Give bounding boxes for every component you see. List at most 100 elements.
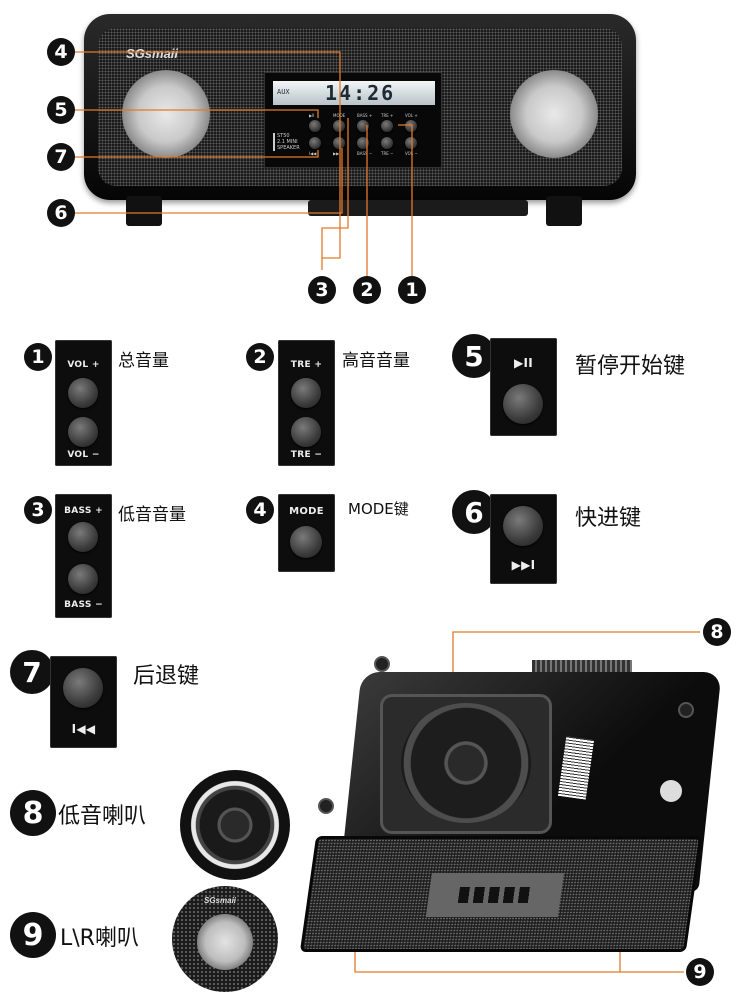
legend-badge-2: 2 bbox=[246, 343, 274, 371]
left-speaker bbox=[122, 70, 210, 158]
legend-badge-5: 5 bbox=[452, 334, 496, 378]
callout-badge-2: 2 bbox=[353, 276, 381, 304]
rewind-icon: I◀◀ bbox=[71, 722, 96, 736]
mode-knob[interactable] bbox=[290, 526, 322, 558]
bass-minus-knob[interactable] bbox=[68, 564, 98, 594]
legend-badge-9: 9 bbox=[10, 912, 56, 958]
tre-label: 高音音量 bbox=[342, 351, 410, 371]
prev-knob[interactable] bbox=[63, 668, 103, 708]
round-sticker bbox=[660, 780, 682, 802]
play-pause-icon: ▶II bbox=[513, 356, 534, 370]
vol-panel: VOL + VOL − bbox=[55, 340, 112, 466]
vol-plus-knob[interactable] bbox=[68, 378, 98, 408]
btn-label: VOL − bbox=[405, 151, 418, 156]
legend-badge-1: 1 bbox=[24, 343, 52, 371]
mode-text: MODE bbox=[289, 506, 324, 517]
next-label: 快进键 bbox=[575, 506, 642, 531]
top-speaker-device: SGsmaii AUX 14:26 ST50 2.1 MINI SPEAKER … bbox=[84, 14, 636, 200]
sub-label: 低音喇叭 bbox=[58, 804, 147, 829]
next-knob[interactable] bbox=[503, 506, 543, 546]
bass-plus-label: BASS + bbox=[64, 506, 103, 516]
btn-label: I◀◀ bbox=[309, 151, 317, 156]
prev-button[interactable] bbox=[309, 137, 321, 149]
play-label: 暂停开始键 bbox=[575, 354, 686, 379]
mode-panel: MODE bbox=[278, 494, 335, 572]
mode-button[interactable] bbox=[333, 120, 345, 132]
callout-badge-3: 3 bbox=[308, 276, 336, 304]
bottom-foot bbox=[678, 702, 694, 718]
callout-badge-8: 8 bbox=[703, 618, 731, 646]
bass-plus-knob[interactable] bbox=[68, 522, 98, 552]
next-panel: ▶▶I bbox=[490, 494, 557, 584]
device-foot-right bbox=[546, 196, 582, 226]
legend-badge-8: 8 bbox=[10, 790, 56, 836]
bass-minus-button[interactable] bbox=[357, 137, 369, 149]
prev-label: 后退键 bbox=[133, 664, 200, 689]
callout-badge-5: 5 bbox=[47, 96, 75, 124]
callout-badge-7: 7 bbox=[47, 143, 75, 171]
front-face-buttons bbox=[457, 887, 532, 903]
lr-label: L\R喇叭 bbox=[60, 926, 139, 951]
btn-label: ▶▶I bbox=[333, 151, 341, 156]
bass-panel: BASS + BASS − bbox=[55, 494, 112, 618]
play-pause-knob[interactable] bbox=[503, 384, 543, 424]
legend-badge-4: 4 bbox=[246, 496, 274, 524]
prev-panel: I◀◀ bbox=[50, 656, 117, 748]
tre-plus-button[interactable] bbox=[381, 120, 393, 132]
bottom-foot bbox=[318, 798, 334, 814]
next-button[interactable] bbox=[333, 137, 345, 149]
bass-label: 低音音量 bbox=[118, 505, 186, 525]
subwoofer-cone bbox=[401, 703, 531, 823]
tre-plus-label: TRE + bbox=[290, 360, 323, 370]
device-foot-left bbox=[126, 196, 162, 226]
upper-button-row: ▶II MODE BASS + TRE + VOL + bbox=[307, 113, 437, 135]
legend-badge-3: 3 bbox=[24, 496, 52, 524]
callout-badge-1: 1 bbox=[398, 276, 426, 304]
model-text: ST50 2.1 MINI SPEAKER bbox=[273, 133, 300, 151]
tre-plus-knob[interactable] bbox=[291, 378, 321, 408]
vol-minus-knob[interactable] bbox=[68, 417, 98, 447]
lr-speaker-cone bbox=[197, 914, 253, 970]
tre-minus-knob[interactable] bbox=[291, 417, 321, 447]
bottom-view-device bbox=[299, 650, 722, 970]
bass-minus-label: BASS − bbox=[64, 600, 103, 610]
model-line: SPEAKER bbox=[277, 145, 300, 151]
legend-badge-6: 6 bbox=[452, 490, 496, 534]
legend-badge-7: 7 bbox=[10, 650, 54, 694]
lr-speaker-photo: SGsmaii bbox=[172, 886, 278, 992]
callout-badge-4: 4 bbox=[47, 38, 75, 66]
device-base bbox=[308, 200, 528, 216]
bottom-foot bbox=[374, 656, 390, 672]
brand-logo: SGsmaii bbox=[126, 46, 179, 61]
callout-badge-6: 6 bbox=[47, 199, 75, 227]
subwoofer-photo bbox=[180, 770, 290, 880]
btn-label: BASS − bbox=[357, 151, 373, 156]
front-face-panel bbox=[425, 873, 564, 917]
btn-label: MODE bbox=[333, 113, 346, 118]
vol-plus-label: VOL + bbox=[67, 360, 100, 370]
lower-button-row: I◀◀ ▶▶I BASS − TRE − VOL − bbox=[307, 137, 437, 163]
subwoofer-frame bbox=[380, 694, 552, 834]
btn-label: ▶II bbox=[309, 113, 315, 118]
vol-minus-label: VOL − bbox=[67, 450, 100, 460]
vol-minus-button[interactable] bbox=[405, 137, 417, 149]
lcd-time: 14:26 bbox=[325, 81, 396, 105]
lr-brand-logo: SGsmaii bbox=[204, 896, 237, 905]
btn-label: TRE + bbox=[381, 113, 394, 118]
control-panel: AUX 14:26 ST50 2.1 MINI SPEAKER ▶II MODE… bbox=[264, 72, 442, 168]
tre-minus-button[interactable] bbox=[381, 137, 393, 149]
right-speaker bbox=[510, 70, 598, 158]
play-pause-button[interactable] bbox=[309, 120, 321, 132]
vol-plus-button[interactable] bbox=[405, 120, 417, 132]
lcd-display: AUX 14:26 bbox=[273, 81, 435, 105]
vol-label: 总音量 bbox=[118, 351, 169, 371]
bass-plus-button[interactable] bbox=[357, 120, 369, 132]
tre-minus-label: TRE − bbox=[290, 450, 323, 460]
tre-panel: TRE + TRE − bbox=[278, 340, 335, 466]
front-face-grille bbox=[299, 836, 703, 952]
fast-forward-icon: ▶▶I bbox=[511, 558, 536, 572]
mode-label: MODE键 bbox=[348, 500, 409, 518]
lcd-source: AUX bbox=[277, 88, 290, 96]
btn-label: BASS + bbox=[357, 113, 373, 118]
callout-badge-9: 9 bbox=[686, 958, 714, 986]
